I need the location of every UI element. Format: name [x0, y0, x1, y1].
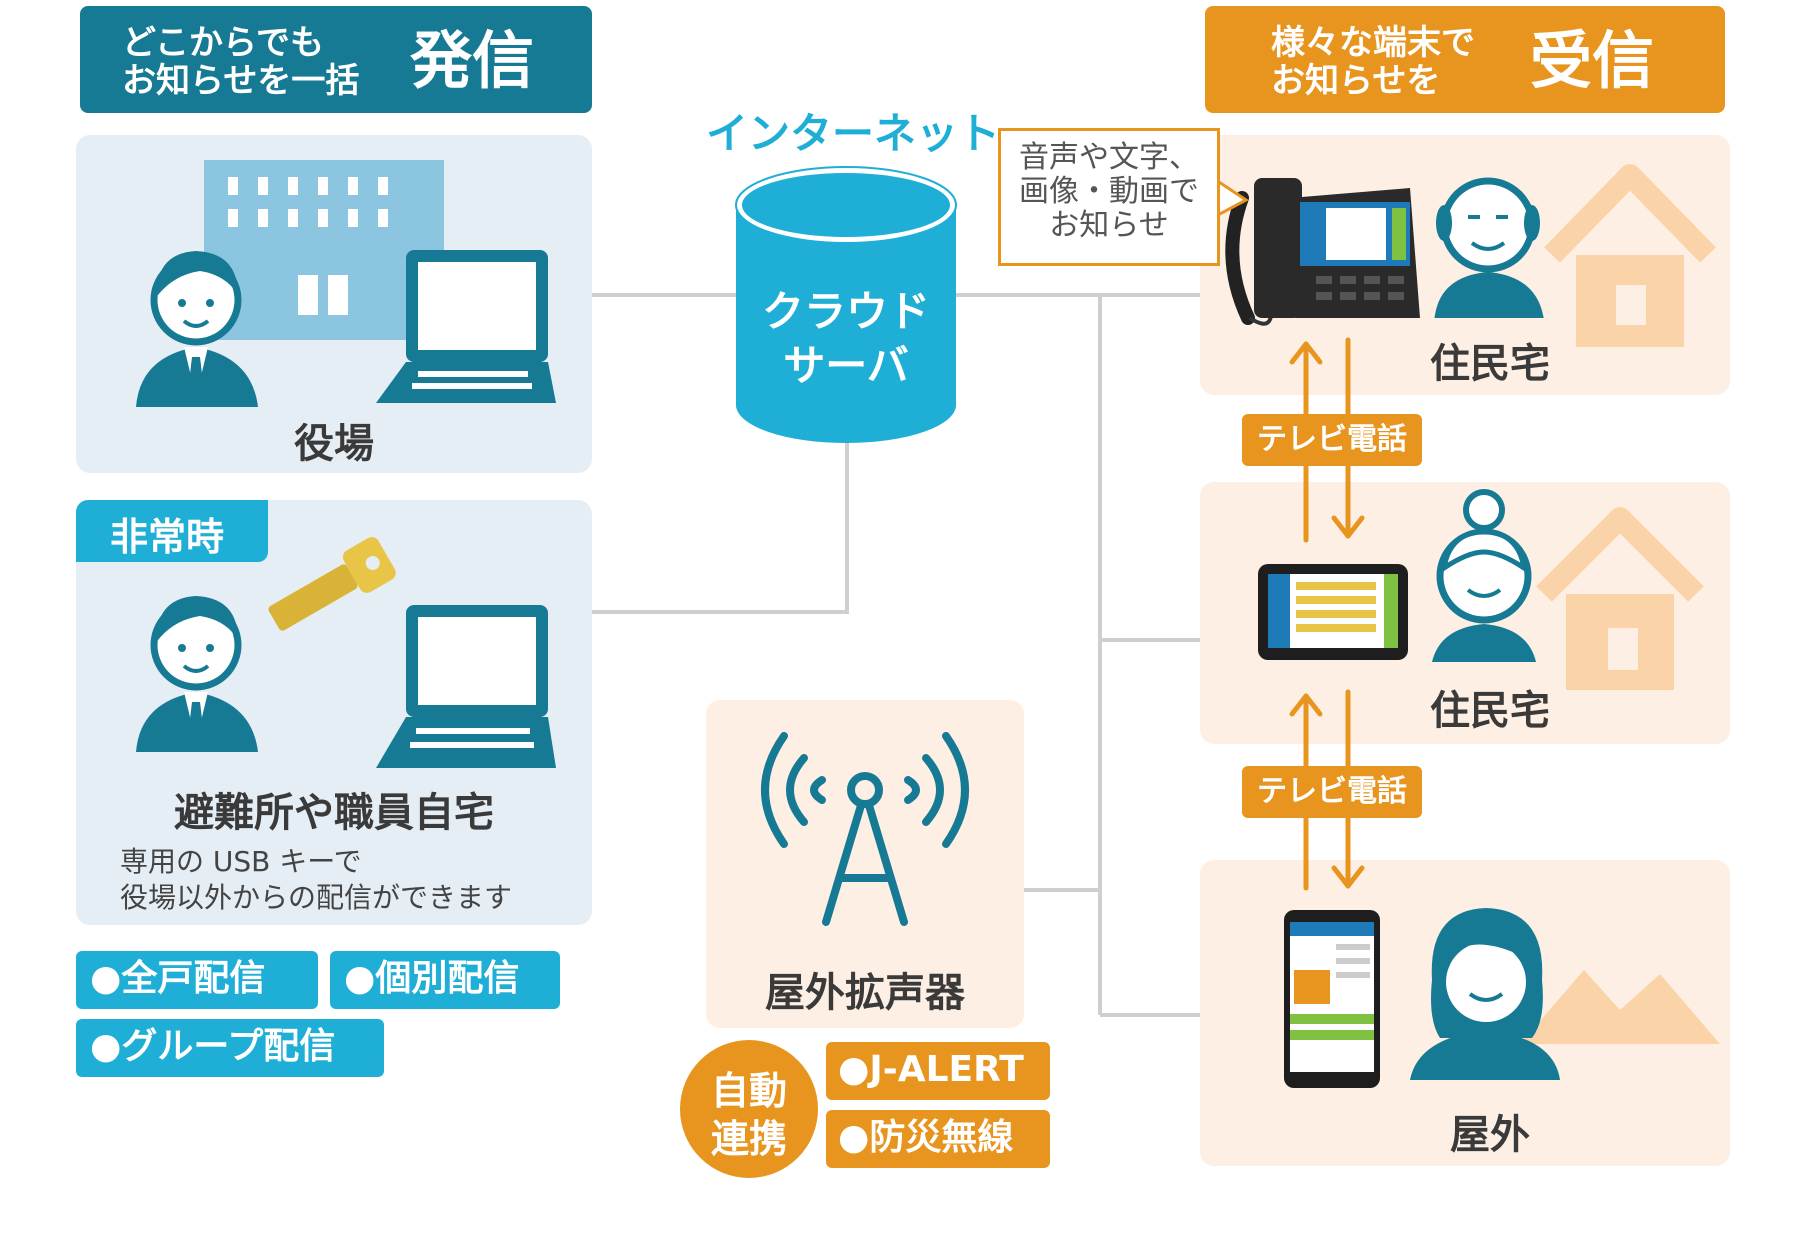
- tag-all-households: ●全戸配信: [76, 951, 318, 1009]
- house-icon-2: [1536, 507, 1704, 690]
- send-header-subtitle: どこからでも お知らせを一括: [122, 23, 360, 101]
- staff-person-icon-2: [136, 596, 258, 752]
- auto-link-badge: 自動 連携: [680, 1040, 818, 1178]
- speaker-label: 屋外拡声器: [765, 970, 965, 1016]
- emergency-tab-label: 非常時: [110, 515, 225, 559]
- laptop-icon: [376, 250, 556, 403]
- smartphone-icon: [1284, 910, 1380, 1088]
- woman-icon: [1410, 908, 1560, 1080]
- tablet-icon: [1258, 564, 1408, 660]
- elderly-woman-icon: [1432, 489, 1536, 662]
- emergency-note-line1: 専用の USB キーで: [120, 845, 362, 878]
- laptop-icon-2: [376, 605, 556, 768]
- cloud-server-line2: サーバ: [783, 341, 909, 390]
- video-call-tag-1: テレビ電話: [1242, 414, 1422, 466]
- auto-link-badge-line1: 自動: [710, 1069, 787, 1113]
- media-bubble: 音声や文字、 画像・動画で お知らせ: [998, 128, 1220, 266]
- tag-j-alert: ●J-ALERT: [826, 1042, 1050, 1100]
- send-header: どこからでも お知らせを一括 発信: [80, 6, 592, 113]
- mountain-icon: [1520, 970, 1720, 1044]
- auto-link-badge-line2: 連携: [710, 1117, 787, 1161]
- receive-header-title: 受信: [1530, 24, 1655, 97]
- antenna-tower-icon: [761, 732, 969, 926]
- emergency-label: 避難所や職員自宅: [174, 790, 494, 836]
- bubble-tail: [1215, 178, 1249, 218]
- office-label: 役場: [294, 421, 374, 467]
- usb-key-icon: [268, 537, 396, 631]
- video-call-tag-2: テレビ電話: [1242, 766, 1422, 818]
- outdoor-label: 屋外: [1450, 1112, 1530, 1158]
- staff-person-icon: [136, 251, 258, 407]
- speaker-panel: 屋外拡声器: [706, 700, 1024, 1028]
- cloud-server-line1: クラウド: [761, 287, 930, 336]
- receive-header-subtitle: 様々な端末で お知らせを: [1271, 23, 1475, 101]
- receive-header: 様々な端末で お知らせを 受信: [1205, 6, 1725, 113]
- tag-group: ●グループ配信: [76, 1019, 384, 1077]
- tag-disaster-radio: ●防災無線: [826, 1110, 1050, 1168]
- emergency-panel: 非常時 避難所や職員自宅 専用の USB キーで 役場以外からの配信ができます: [76, 500, 592, 925]
- elderly-man-icon: [1434, 177, 1544, 318]
- video-phone-icon: [1225, 178, 1420, 326]
- internet-label: インターネット: [706, 109, 1001, 158]
- house-icon: [1544, 164, 1716, 347]
- outdoor-panel: 屋外: [1200, 860, 1730, 1166]
- emergency-note-line2: 役場以外からの配信ができます: [120, 881, 513, 914]
- emergency-tab: 非常時: [76, 500, 268, 562]
- residence-2-label: 住民宅: [1430, 688, 1550, 734]
- tag-individual: ●個別配信: [330, 951, 560, 1009]
- residence-1-label: 住民宅: [1430, 341, 1550, 387]
- office-panel: 役場: [76, 135, 592, 473]
- building-icon: [204, 160, 444, 340]
- send-header-title: 発信: [410, 24, 535, 97]
- cloud-server-icon: [735, 166, 957, 443]
